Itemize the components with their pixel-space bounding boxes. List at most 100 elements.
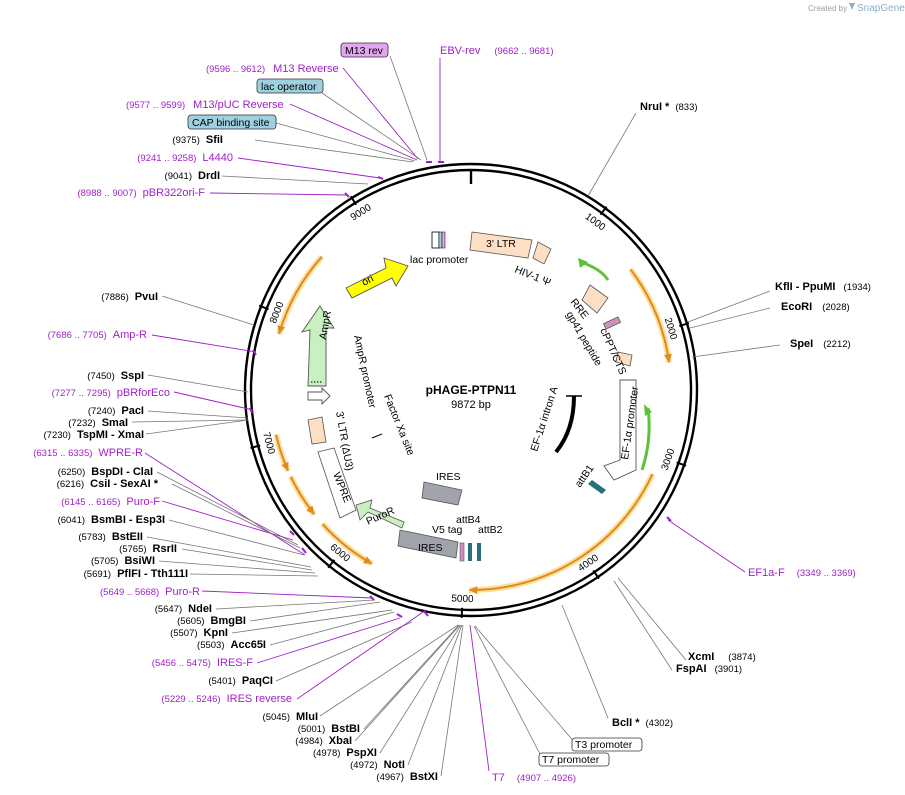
site-label: (6041) BsmBI - Esp3I — [58, 514, 165, 526]
t3-promoter-label: T3 promoter — [575, 739, 633, 751]
ef1a-intron-label: EF-1α intron A — [528, 385, 560, 453]
primer-pos: (9596 .. 9612) — [206, 64, 265, 75]
tick-mark — [258, 304, 269, 311]
tick-label: 7000 — [260, 431, 276, 456]
attb4-mark — [468, 543, 472, 561]
label-pos: (4984) — [295, 736, 322, 747]
label-name: BspDI - ClaI — [91, 466, 153, 478]
site-name: NruI * — [640, 101, 670, 113]
label-name: WPRE-R — [98, 447, 143, 459]
primer-label: EBV-rev (9662 .. 9681) — [440, 45, 554, 57]
site-label: (6250) BspDI - ClaI — [58, 466, 153, 478]
label-pos: (5507) — [170, 628, 197, 639]
ltr5-label: 3' LTR — [486, 238, 516, 250]
tick-mark — [599, 206, 608, 216]
site-label: (5691) PflFI - Tth111I — [84, 568, 188, 580]
gp41-mark — [602, 316, 622, 330]
site-label: (4972)NotI — [350, 759, 405, 771]
label-name: BstXI — [410, 771, 438, 783]
label-pos: (9041) — [165, 171, 192, 182]
site-label: (5605)BmgBI — [177, 615, 246, 627]
label-pos: (5229 .. 5246) — [161, 694, 220, 705]
label-name: XbaI — [329, 735, 352, 747]
primer-pos: (4907 .. 4926) — [517, 773, 576, 784]
site-label: (5765)RsrII — [119, 543, 177, 555]
label-pos: (5783) — [78, 532, 105, 543]
m13rev-box — [340, 42, 389, 58]
site-label: (5705) BsiWI — [91, 555, 155, 567]
label-name: PspXI — [346, 747, 377, 759]
label-pos: (5401) — [208, 676, 235, 687]
label-name: CsiI - SexAI * — [90, 478, 159, 490]
primer-pos: (3349 .. 3369) — [797, 568, 856, 579]
ampr-label: AmpR — [317, 309, 334, 340]
label-name: SfiI — [206, 134, 223, 146]
label-pos: (7450) — [87, 371, 114, 382]
label-pos: (6145 .. 6165) — [61, 497, 120, 508]
watermark-brand: SnapGene — [857, 3, 905, 14]
site-label: (7240)PacI — [88, 405, 144, 417]
label-name: Puro-R — [165, 586, 200, 598]
puror-arrow — [355, 499, 405, 529]
feature-arc-arrowhead — [281, 461, 289, 471]
label-name: MluI — [296, 711, 318, 723]
watermark-created-by: Created by — [808, 4, 847, 13]
v5-label: V5 tag — [432, 524, 463, 536]
label-pos: (5705) — [91, 556, 118, 567]
label-name: KpnI — [204, 627, 228, 639]
site-label: (7886)PvuI — [101, 291, 158, 303]
primer-pos: (9662 .. 9681) — [494, 46, 553, 57]
label-pos: (7886) — [101, 292, 128, 303]
left-labels: (9375)SfiI(9241 .. 9258)L4440(9041)DrdI(… — [33, 134, 438, 783]
lac-operator-box — [256, 78, 324, 94]
label-pos: (7240) — [88, 406, 115, 417]
ef1a-intron-arc — [554, 395, 576, 454]
label-pos: (4972) — [350, 760, 377, 771]
site-label: (7232)SmaI — [68, 417, 128, 429]
label-name: Puro-F — [126, 496, 160, 508]
label-pos: (5649 .. 5668) — [100, 587, 159, 598]
rre-box — [581, 284, 609, 314]
primer-label: (9577 .. 9599)M13/pUC Reverse — [126, 99, 284, 111]
primer-name: EBV-rev — [440, 45, 481, 57]
primer-label: (7686 .. 7705)Amp-R — [48, 329, 147, 341]
label-pos: (6250) — [58, 467, 85, 478]
site-label: (6216)CsiI - SexAI * — [57, 478, 159, 490]
primer-name: T7 — [492, 772, 505, 784]
feature-arc — [469, 473, 654, 591]
label-name: BmgBI — [211, 615, 246, 627]
feature-arc — [629, 268, 671, 363]
ori-arrow — [345, 257, 409, 299]
primer-label: (6315 .. 6335)WPRE-R — [33, 447, 143, 459]
site-label: (5503)Acc65I — [197, 639, 266, 651]
label-name: PflFI - Tth111I — [117, 568, 188, 580]
primer-label: EF1a-F(3349 .. 3369) — [748, 567, 856, 579]
label-name: TspMI - XmaI — [77, 429, 144, 441]
v5-mark — [459, 542, 465, 562]
site-label: (5647)NdeI — [155, 603, 212, 615]
label-pos: (6041) — [58, 515, 85, 526]
feature-arc-arrowhead — [306, 505, 315, 515]
site-name: KflI - PpuMI — [775, 281, 836, 293]
lac-promoter-mark — [431, 231, 440, 249]
feature-arc-layer — [273, 254, 673, 595]
label-pos: (5691) — [84, 569, 111, 580]
leader-lines — [131, 55, 781, 777]
top-labels: M13 rev EBV-rev(9662 .. 9681) (9596 .. 9… — [126, 42, 554, 130]
site-label: FspAI(3901) — [676, 663, 742, 675]
primer-name: M13 Reverse — [273, 63, 338, 75]
feature-arc-arrowhead — [363, 556, 372, 564]
right-labels: NruI *(833) KflI - PpuMI(1934) EcoRI(202… — [612, 101, 871, 729]
label-name: BstEII — [112, 531, 143, 543]
site-label: (4978)PspXI — [313, 747, 377, 759]
site-label: BclI *(4302) — [612, 717, 673, 729]
label-name: BsmBI - Esp3I — [91, 514, 165, 526]
label-pos: (5001) — [298, 724, 325, 735]
ires-inner-box — [421, 481, 463, 506]
site-name: FspAI — [676, 663, 707, 675]
bottom-labels: T7(4907 .. 4926) T3 promoter T7 promoter — [492, 737, 643, 784]
hiv-psi-box — [532, 241, 552, 265]
label-name: BsiWI — [124, 555, 155, 567]
primer-name: M13/pUC Reverse — [193, 99, 283, 111]
tick-mark — [592, 569, 600, 580]
